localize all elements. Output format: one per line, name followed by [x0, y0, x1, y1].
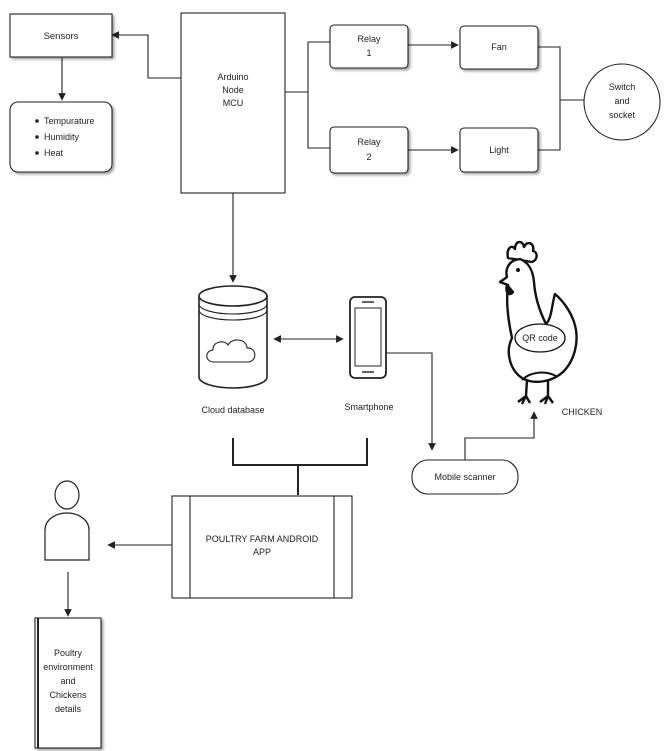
relay1-label-line1: Relay	[357, 34, 381, 44]
sensor-item-temperature: Tempurature	[44, 116, 95, 126]
mobile-scanner-node: Mobile scanner	[411, 459, 519, 495]
chicken-icon	[498, 240, 578, 405]
relay2-node: Relay 2	[329, 126, 409, 174]
connectors	[58, 31, 585, 617]
cloud-database-label: Cloud database	[201, 405, 264, 415]
relay1-label-line2: 1	[366, 48, 371, 58]
mcu-label-line1: Arduino	[217, 72, 248, 82]
qr-code-label: QR code	[522, 333, 558, 343]
app-label-line1: POULTRY FARM ANDROID	[206, 534, 319, 544]
light-node: Light	[459, 127, 539, 173]
details-label-line3: and	[60, 676, 75, 686]
mcu-label-line3: MCU	[223, 98, 244, 108]
arrow-smartphone-to-scanner	[386, 352, 436, 451]
mcu-node: Arduino Node MCU	[180, 12, 286, 194]
sensors-title: Sensors	[44, 31, 79, 42]
app-label-line2: APP	[253, 547, 271, 557]
link-loads-to-switch	[538, 46, 585, 151]
arrow-mcu-to-sensors	[111, 31, 181, 79]
sensor-item-heat: Heat	[44, 148, 64, 158]
cloud-icon	[206, 339, 256, 363]
details-label-line5: details	[55, 704, 82, 714]
sensor-item-humidity: Humidity	[44, 132, 80, 142]
switch-label-line2: and	[614, 96, 629, 106]
details-label-line1: Poultry	[54, 648, 83, 658]
switch-label-line3: socket	[609, 110, 636, 120]
cloud-database-node: Cloud database	[198, 285, 268, 415]
user-icon	[44, 480, 90, 561]
arrow-scanner-to-chicken	[464, 411, 538, 460]
chicken-label: CHICKEN	[562, 407, 603, 417]
light-label: Light	[489, 145, 509, 155]
android-app-node: POULTRY FARM ANDROID APP	[171, 495, 353, 599]
details-label-line2: environment	[43, 662, 93, 672]
fan-label: Fan	[491, 42, 507, 52]
mobile-scanner-label: Mobile scanner	[434, 472, 495, 482]
fan-node: Fan	[459, 25, 539, 70]
details-label-line4: Chickens	[49, 690, 87, 700]
switch-socket-node: Switch and socket	[583, 63, 661, 141]
smartphone-label: Smartphone	[344, 402, 393, 412]
mcu-label-line2: Node	[222, 85, 244, 95]
switch-label-line1: Switch	[609, 82, 636, 92]
chicken-node: QR code CHICKEN	[498, 240, 603, 417]
relay1-node: Relay 1	[329, 24, 409, 69]
sensor-list-node: Tempurature Humidity Heat	[9, 101, 113, 173]
qr-code-tag	[514, 323, 566, 353]
relay2-label-line1: Relay	[357, 137, 381, 147]
relay2-label-line2: 2	[366, 152, 371, 162]
link-cloud-phone-to-app	[232, 438, 368, 495]
smartphone-node: Smartphone	[344, 296, 394, 412]
link-mcu-to-relays	[285, 41, 330, 149]
sensors-node: Sensors	[9, 13, 113, 58]
details-output-node: Poultry environment and Chickens details	[34, 617, 102, 749]
